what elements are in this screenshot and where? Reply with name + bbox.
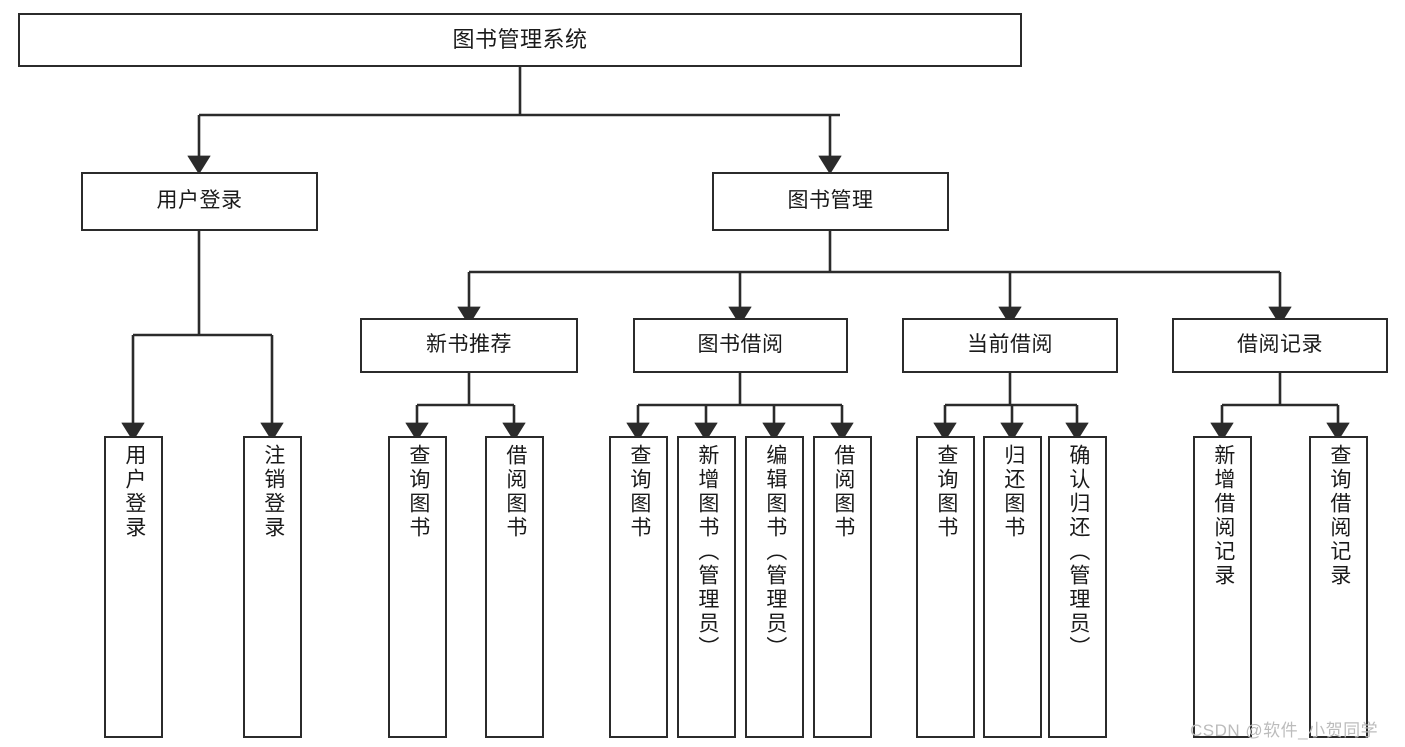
node-leaf-borrow-book-2[interactable]: 借阅图书 — [813, 436, 872, 738]
node-book-borrow-label: 图书借阅 — [697, 333, 784, 357]
node-leaf-user-login[interactable]: 用户登录 — [104, 436, 163, 738]
node-leaf-add-book-admin[interactable]: 新增图书（管理员） — [677, 436, 736, 738]
node-current-borrow[interactable]: 当前借阅 — [902, 318, 1118, 373]
node-book-manage[interactable]: 图书管理 — [712, 172, 949, 231]
node-leaf-add-borrow-record-label: 新增借阅记录 — [1211, 444, 1235, 588]
node-leaf-query-book-2[interactable]: 查询图书 — [609, 436, 668, 738]
node-leaf-borrow-book-2-label: 借阅图书 — [831, 444, 855, 540]
node-leaf-edit-book-admin[interactable]: 编辑图书（管理员） — [745, 436, 804, 738]
node-book-manage-label: 图书管理 — [787, 189, 874, 213]
node-leaf-user-login-label: 用户登录 — [122, 444, 146, 540]
node-leaf-query-book-1[interactable]: 查询图书 — [388, 436, 447, 738]
node-leaf-query-book-3-label: 查询图书 — [934, 444, 958, 540]
node-leaf-query-book-1-label: 查询图书 — [406, 444, 430, 540]
node-leaf-confirm-return-admin-label: 确认归还（管理员） — [1066, 444, 1090, 660]
node-borrow-record-label: 借阅记录 — [1237, 333, 1323, 357]
node-user-login[interactable]: 用户登录 — [81, 172, 318, 231]
node-leaf-query-borrow-record-label: 查询借阅记录 — [1327, 444, 1351, 588]
node-current-borrow-label: 当前借阅 — [967, 333, 1053, 357]
node-book-borrow[interactable]: 图书借阅 — [633, 318, 848, 373]
node-root-system-label: 图书管理系统 — [452, 27, 588, 53]
node-leaf-query-borrow-record[interactable]: 查询借阅记录 — [1309, 436, 1368, 738]
node-leaf-confirm-return-admin[interactable]: 确认归还（管理员） — [1048, 436, 1107, 738]
node-leaf-borrow-book-1-label: 借阅图书 — [503, 444, 527, 540]
node-leaf-query-book-2-label: 查询图书 — [627, 444, 651, 540]
node-leaf-logout[interactable]: 注销登录 — [243, 436, 302, 738]
node-leaf-add-borrow-record[interactable]: 新增借阅记录 — [1193, 436, 1252, 738]
node-new-book-recommendation[interactable]: 新书推荐 — [360, 318, 578, 373]
node-leaf-borrow-book-1[interactable]: 借阅图书 — [485, 436, 544, 738]
node-root-system[interactable]: 图书管理系统 — [18, 13, 1022, 67]
node-leaf-edit-book-admin-label: 编辑图书（管理员） — [763, 444, 787, 660]
node-leaf-return-book-label: 归还图书 — [1001, 444, 1025, 540]
node-leaf-query-book-3[interactable]: 查询图书 — [916, 436, 975, 738]
node-leaf-return-book[interactable]: 归还图书 — [983, 436, 1042, 738]
node-leaf-logout-label: 注销登录 — [261, 444, 285, 540]
node-user-login-label: 用户登录 — [156, 189, 243, 213]
csdn-watermark: CSDN @软件_小贺同学 — [1190, 721, 1379, 740]
node-leaf-add-book-admin-label: 新增图书（管理员） — [695, 444, 719, 660]
node-borrow-record[interactable]: 借阅记录 — [1172, 318, 1388, 373]
node-new-book-recommendation-label: 新书推荐 — [426, 333, 512, 357]
